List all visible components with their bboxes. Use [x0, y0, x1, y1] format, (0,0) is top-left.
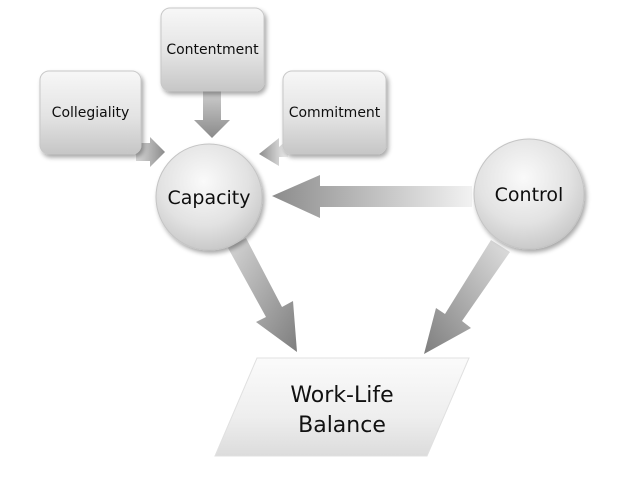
control-label: Control [495, 184, 564, 206]
arrow-collegiality-to-capacity [136, 137, 165, 167]
capacity-label: Capacity [167, 187, 250, 209]
factor-box-contentment: Contentment [160, 7, 265, 92]
arrow-control-to-capacity [272, 175, 472, 218]
worklife-label-line2: Balance [298, 413, 386, 438]
arrow-commitment-to-capacity [259, 138, 288, 166]
factor-box-commitment: Commitment [282, 70, 387, 155]
factor-box-collegiality: Collegiality [39, 70, 142, 155]
arrow-contentment-to-capacity [194, 90, 230, 138]
arrow-capacity-to-worklife [228, 238, 297, 352]
capacity-node: Capacity [155, 143, 263, 251]
factor-label-commitment: Commitment [289, 105, 381, 121]
worklife-balance-node: Work-Life Balance [214, 357, 470, 457]
arrow-control-to-worklife [424, 240, 510, 354]
factor-label-collegiality: Collegiality [52, 105, 130, 121]
factor-label-contentment: Contentment [166, 42, 259, 58]
control-node: Control [473, 138, 585, 250]
worklife-label-line1: Work-Life [290, 383, 393, 408]
